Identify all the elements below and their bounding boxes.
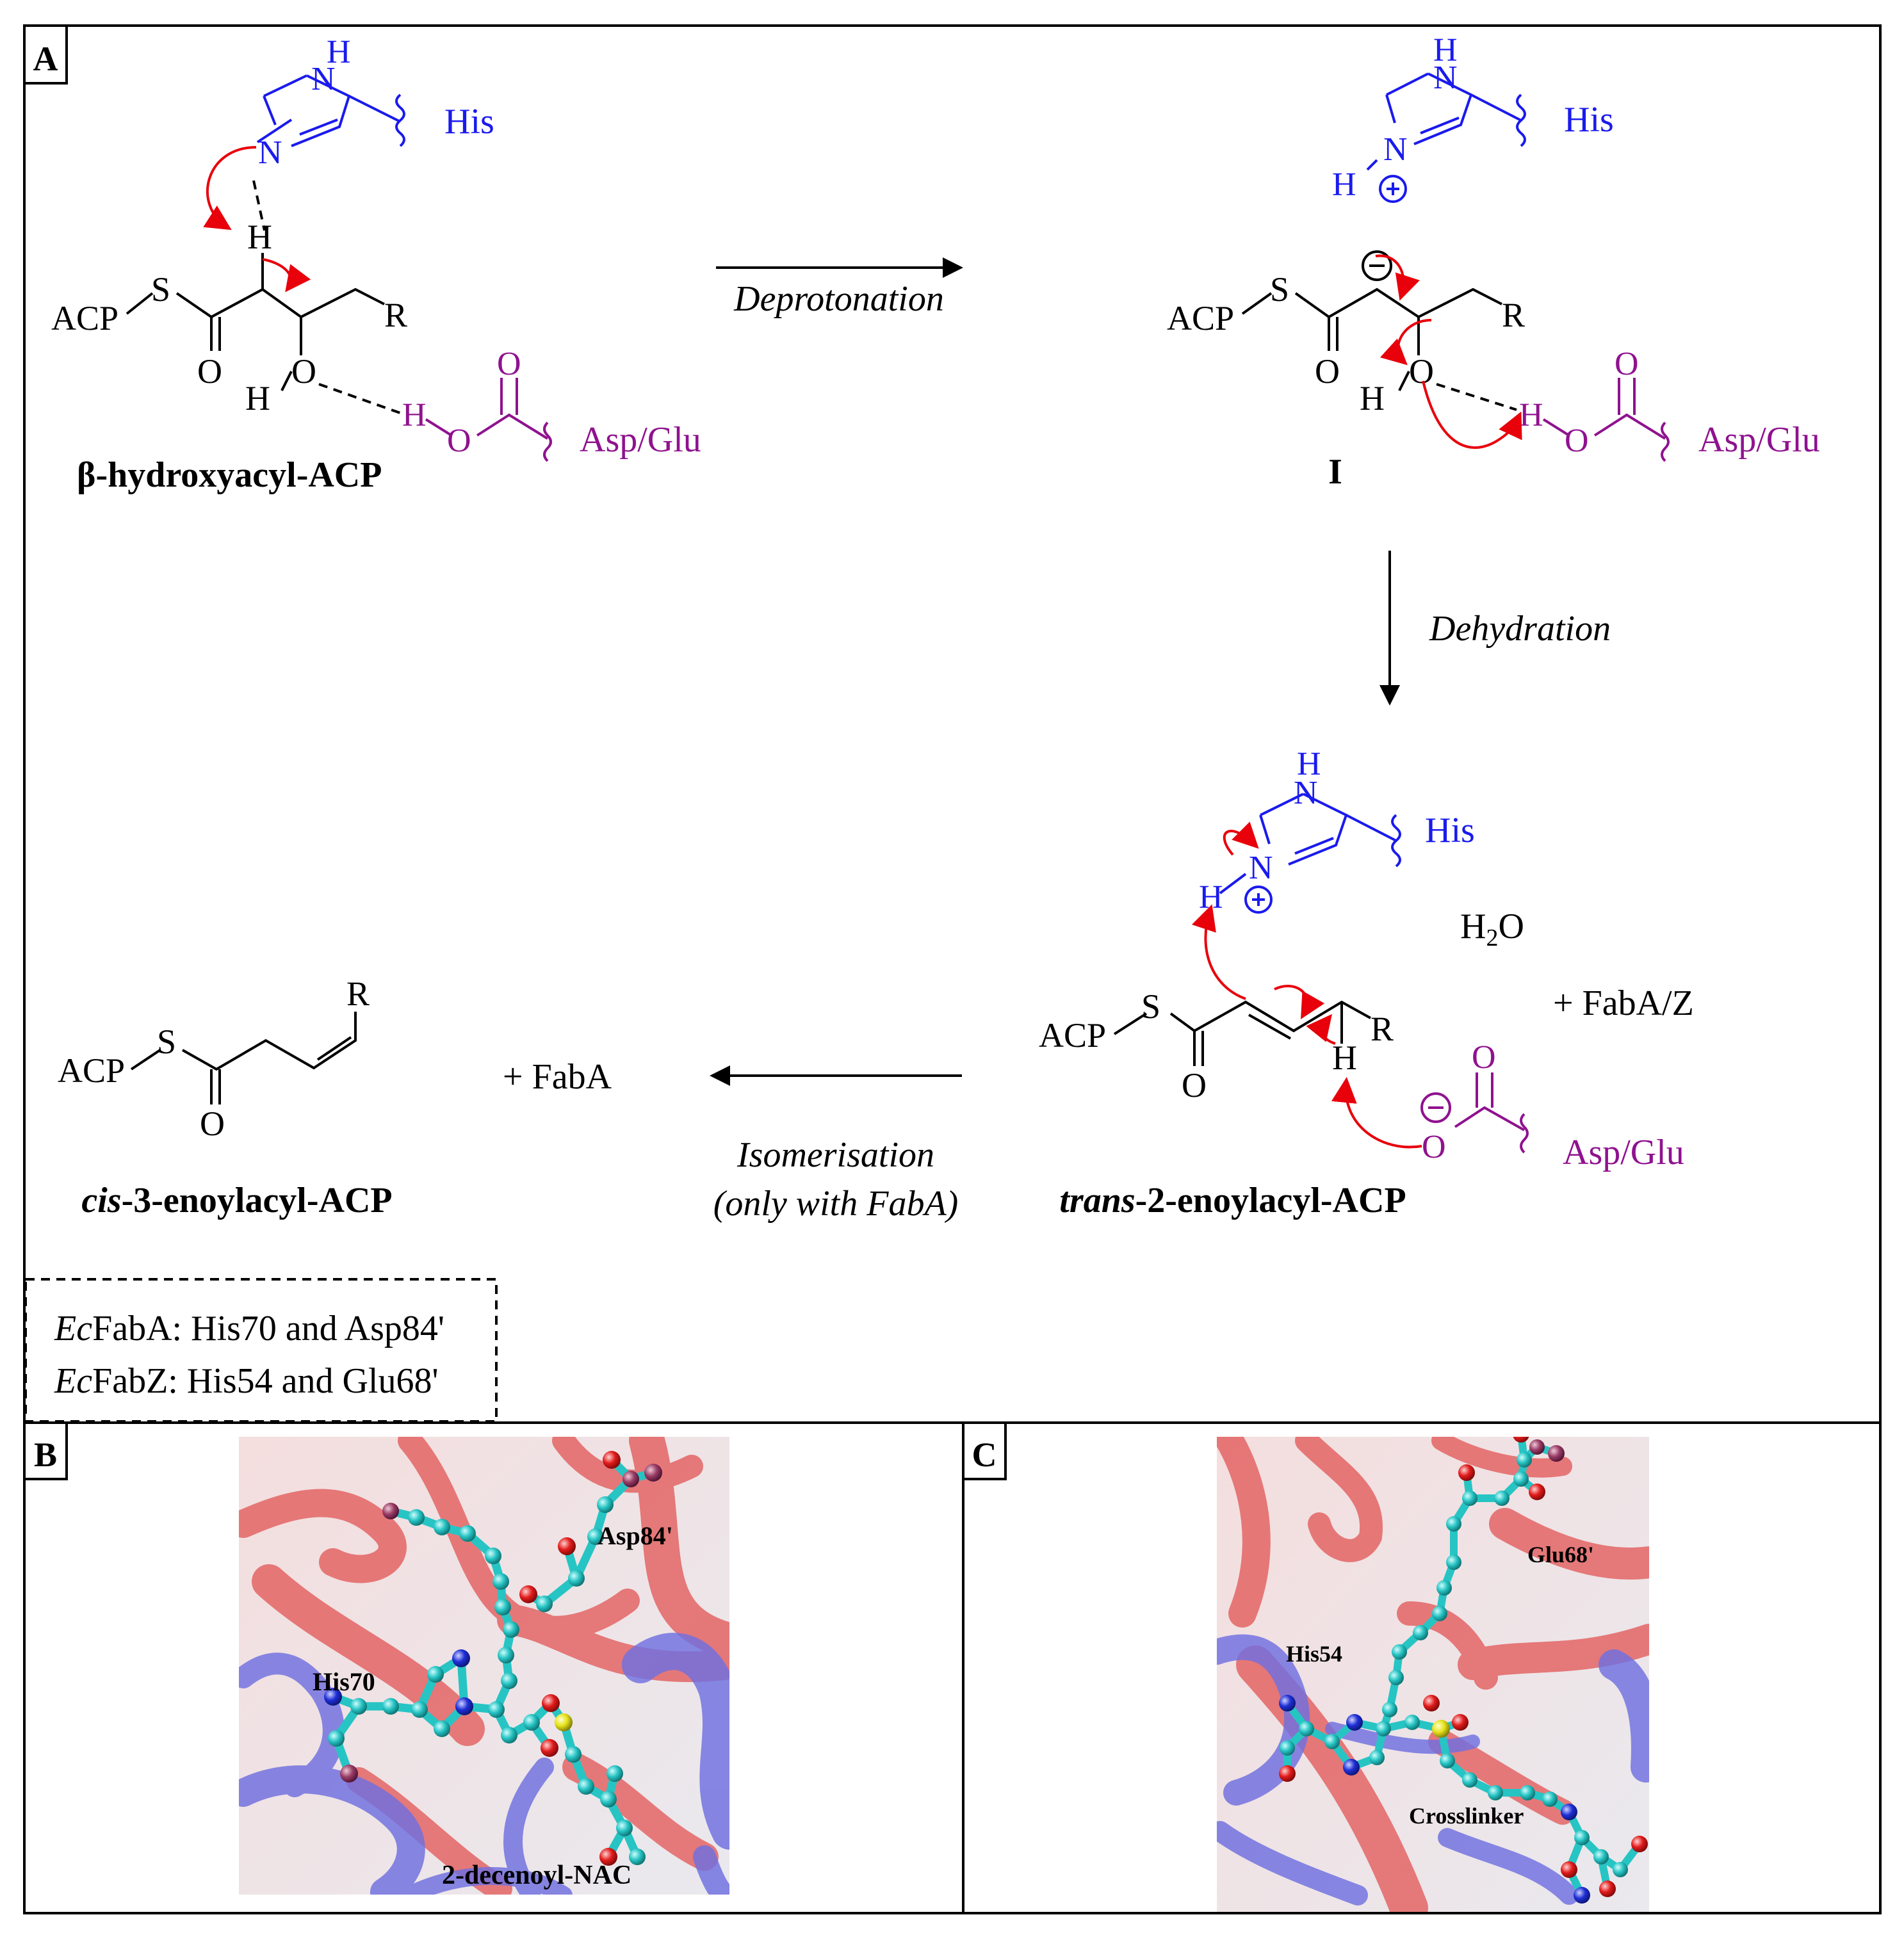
svg-text:O: O <box>1615 346 1639 382</box>
svg-text:Isomerisation: Isomerisation <box>736 1135 934 1175</box>
trans-backbone: ACP S R O H <box>1039 987 1394 1104</box>
intermediate-his-residue: H N N H His <box>1332 32 1614 203</box>
svg-text:N: N <box>1383 131 1408 168</box>
svg-text:B: B <box>34 1435 57 1474</box>
his54-label: His54 <box>1286 1641 1342 1667</box>
his-label: His <box>444 102 494 142</box>
svg-text:N: N <box>1249 850 1273 886</box>
panel-c-tag: C <box>962 1421 1007 1480</box>
svg-text:R: R <box>1371 1010 1394 1048</box>
svg-text:R: R <box>346 974 370 1013</box>
svg-text:S: S <box>151 270 170 309</box>
crosslinker-label: Crosslinker <box>1409 1803 1524 1829</box>
residue-legend: EcFabA: His70 and Asp84' EcFabZ: His54 a… <box>24 1278 498 1423</box>
reactant-asp-glu-residue: H O O Asp/Glu <box>402 346 701 462</box>
svg-text:S: S <box>1270 270 1289 309</box>
svg-text:H: H <box>1433 32 1458 69</box>
dehydration-arrow: Dehydration <box>1379 551 1611 706</box>
svg-text:O: O <box>197 352 222 391</box>
asp-glu-label: Asp/Glu <box>580 420 701 460</box>
intermediate-backbone: ACP S R O O H <box>1167 250 1525 417</box>
svg-text:(only with FabA): (only with FabA) <box>713 1184 959 1224</box>
svg-text:R: R <box>384 296 407 334</box>
svg-text:H: H <box>1297 746 1321 782</box>
svg-text:His: His <box>1425 811 1475 850</box>
panel-b-tag: B <box>23 1421 68 1480</box>
fabz-structure-render <box>1217 1437 1649 1912</box>
svg-text:ACP: ACP <box>51 299 118 337</box>
trans-label: trans-2-enoylacyl-ACP <box>1059 1181 1406 1220</box>
svg-text:S: S <box>1141 987 1160 1026</box>
cis-label: cis-3-enoylacyl-ACP <box>81 1181 392 1220</box>
svg-text:Asp/Glu: Asp/Glu <box>1563 1133 1684 1172</box>
trans-asp-glu-residue: O O Asp/Glu <box>1420 1039 1684 1172</box>
reactant-electron-arrows <box>203 146 311 293</box>
reactant-his-residue: H N N His <box>256 34 494 171</box>
asp84-label: Asp84' <box>598 1521 673 1550</box>
svg-text:N: N <box>311 61 336 97</box>
svg-text:O: O <box>1422 1129 1446 1165</box>
svg-text:S: S <box>157 1023 176 1061</box>
hydroxyacyl-label: β-hydroxyacyl-ACP <box>77 455 382 495</box>
svg-text:N: N <box>1294 775 1318 811</box>
svg-text:O: O <box>447 423 471 459</box>
svg-text:H: H <box>1360 379 1385 417</box>
svg-text:H: H <box>247 218 272 256</box>
svg-text:O: O <box>497 346 521 382</box>
svg-text:H: H <box>1332 166 1356 203</box>
intermediate-asp-glu-residue: H O O Asp/Glu <box>1519 346 1820 462</box>
water-label: H2O <box>1460 907 1524 951</box>
his70-label: His70 <box>313 1667 375 1696</box>
cis-backbone: ACP S R O <box>58 974 370 1143</box>
svg-text:H: H <box>1519 397 1543 433</box>
svg-text:Dehydration: Dehydration <box>1429 609 1611 649</box>
svg-text:EcFabA: His70 and Asp84': EcFabA: His70 and Asp84' <box>54 1309 444 1348</box>
faba-structure-render <box>239 1437 729 1895</box>
svg-text:A: A <box>33 40 58 78</box>
intermediate-electron-arrows <box>1375 254 1522 449</box>
svg-text:O: O <box>1409 352 1434 391</box>
svg-text:Asp/Glu: Asp/Glu <box>1698 420 1820 460</box>
decenoyl-nac-label: 2-decenoyl-NAC <box>442 1861 631 1890</box>
svg-text:C: C <box>972 1435 997 1474</box>
svg-text:His: His <box>1564 100 1614 140</box>
svg-text:O: O <box>1472 1039 1496 1076</box>
svg-text:O: O <box>1182 1066 1207 1104</box>
deprotonation-arrow: Deprotonation <box>716 257 963 319</box>
faba-label: + FabA <box>503 1057 612 1097</box>
svg-text:ACP: ACP <box>1039 1016 1106 1055</box>
intermediate-label: I <box>1328 452 1342 492</box>
svg-text:H: H <box>1332 1039 1357 1077</box>
svg-text:ACP: ACP <box>58 1051 125 1090</box>
svg-text:N: N <box>258 134 282 171</box>
panel-a-tag: A <box>23 24 68 85</box>
svg-text:H: H <box>245 379 270 417</box>
isomerisation-arrow: Isomerisation (only with FabA) <box>710 1065 962 1224</box>
svg-text:O: O <box>200 1104 225 1143</box>
svg-text:Deprotonation: Deprotonation <box>733 279 944 319</box>
svg-text:EcFabZ: His54 and Glu68': EcFabZ: His54 and Glu68' <box>54 1361 439 1401</box>
svg-text:H: H <box>327 34 351 70</box>
trans-electron-arrows <box>1191 821 1422 1149</box>
svg-text:ACP: ACP <box>1167 299 1234 337</box>
svg-text:O: O <box>1565 423 1589 459</box>
svg-text:O: O <box>291 352 316 391</box>
svg-text:N: N <box>1433 60 1458 96</box>
trans-his-residue: H N N H His <box>1199 746 1475 916</box>
svg-text:O: O <box>1315 352 1340 391</box>
glu68-label: Glu68' <box>1527 1542 1594 1567</box>
faba-z-label: + FabA/Z <box>1553 983 1694 1023</box>
svg-text:R: R <box>1502 296 1525 334</box>
svg-text:H: H <box>402 397 427 433</box>
reactant-backbone: ACP S R O H O H <box>51 180 407 417</box>
